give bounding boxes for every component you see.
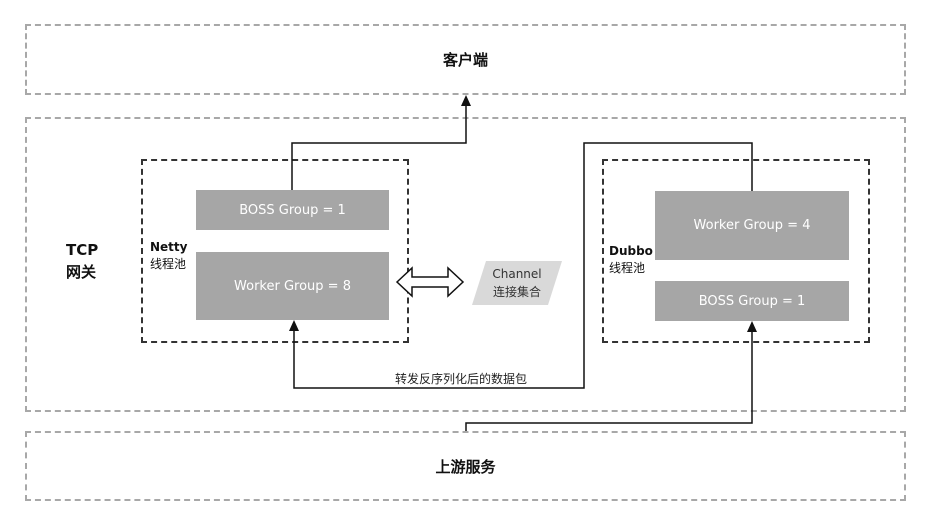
channel-label-line1: Channel <box>492 267 542 281</box>
channel-collection-shape <box>472 261 562 305</box>
packet-forward-label: 转发反序列化后的数据包 <box>395 372 528 386</box>
channel-label-line2: 连接集合 <box>492 284 541 299</box>
arrow-to-client <box>461 95 471 106</box>
netty-worker-group: Worker Group = 8 <box>196 252 389 320</box>
boss-to-client-line <box>291 104 467 190</box>
netty-pool-frame <box>141 159 409 343</box>
client-frame <box>25 24 906 95</box>
dubbo-boss-group: BOSS Group = 1 <box>655 281 849 321</box>
client-label: 客户端 <box>442 51 488 69</box>
netty-label-line1: Netty <box>150 240 188 254</box>
upstream-to-dubbo-line <box>465 329 753 431</box>
dubbo-to-netty-line <box>293 142 753 389</box>
dubbo-label-line1: Dubbo <box>609 244 653 258</box>
bidirectional-arrow-icon <box>395 266 465 298</box>
dubbo-label-line2: 线程池 <box>609 261 646 275</box>
upstream-label: 上游服务 <box>435 457 496 476</box>
arrow-to-netty-worker <box>289 320 299 331</box>
upstream-frame <box>25 431 906 501</box>
netty-label-line2: 线程池 <box>150 257 187 271</box>
gateway-title-line1: TCP <box>66 241 99 259</box>
netty-boss-group: BOSS Group = 1 <box>196 190 389 230</box>
dubbo-pool-frame <box>602 159 870 343</box>
arrow-to-dubbo-boss <box>747 321 757 332</box>
gateway-title-line2: 网关 <box>66 263 97 281</box>
dubbo-worker-group: Worker Group = 4 <box>655 191 849 260</box>
